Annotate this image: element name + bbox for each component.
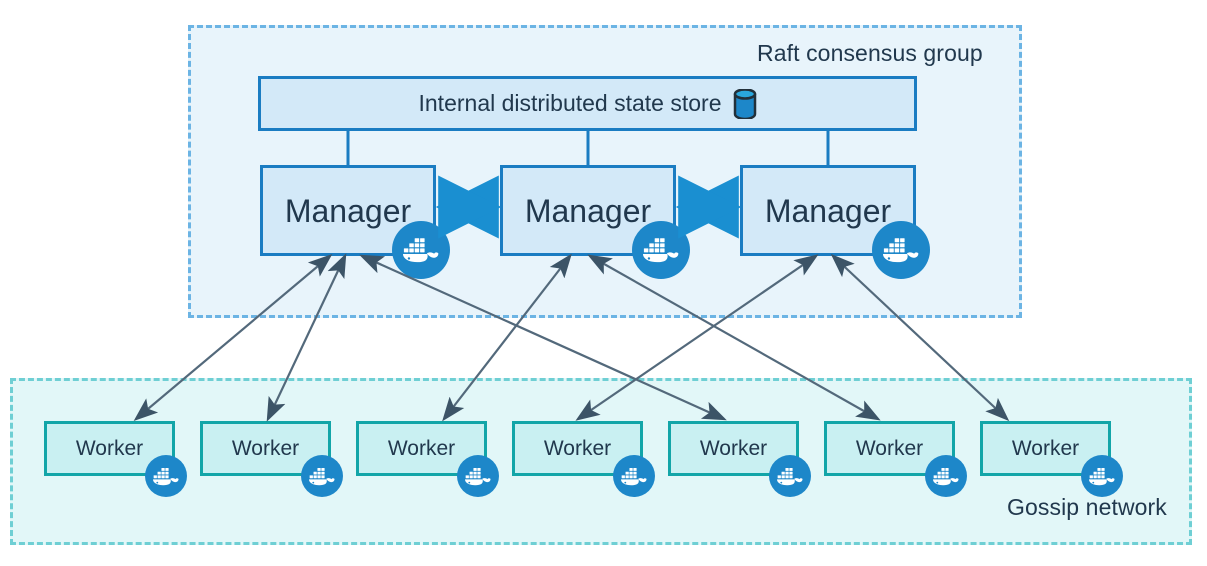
docker-whale-icon — [301, 455, 343, 497]
worker-label: Worker — [387, 437, 456, 460]
state-store-label: Internal distributed state store — [418, 90, 722, 116]
manager-label: Manager — [284, 192, 412, 229]
database-cylinder-icon — [733, 88, 757, 119]
gossip-network-label: Gossip network — [1007, 494, 1167, 520]
docker-whale-icon — [769, 455, 811, 497]
worker-label: Worker — [75, 437, 144, 460]
raft-consensus-group-label: Raft consensus group — [757, 40, 983, 66]
docker-whale-icon — [613, 455, 655, 497]
docker-whale-icon — [145, 455, 187, 497]
worker-label: Worker — [543, 437, 612, 460]
worker-label: Worker — [231, 437, 300, 460]
docker-whale-icon — [392, 221, 450, 279]
worker-label: Worker — [699, 437, 768, 460]
manager-label: Manager — [764, 192, 892, 229]
docker-whale-icon — [632, 221, 690, 279]
worker-node-5[interactable]: Worker — [668, 421, 799, 476]
docker-whale-icon — [925, 455, 967, 497]
docker-whale-icon — [457, 455, 499, 497]
worker-node-1[interactable]: Worker — [44, 421, 175, 476]
docker-whale-icon — [1081, 455, 1123, 497]
manager-label: Manager — [524, 192, 652, 229]
docker-whale-icon — [872, 221, 930, 279]
manager-node-1[interactable]: Manager — [260, 165, 436, 256]
worker-label: Worker — [855, 437, 924, 460]
worker-label: Worker — [1011, 437, 1080, 460]
internal-state-store-box[interactable]: Internal distributed state store — [258, 76, 917, 131]
